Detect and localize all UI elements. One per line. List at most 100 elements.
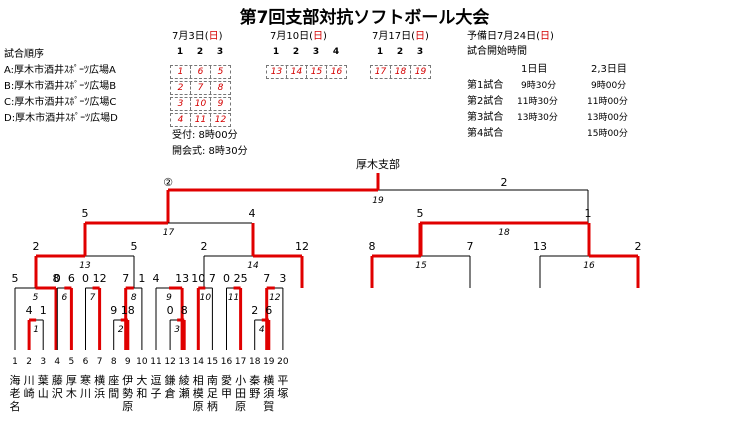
- match-number: 17: [163, 228, 175, 238]
- score-label: 8: [369, 240, 376, 253]
- match-number: 9: [166, 293, 172, 303]
- team-name: 大和: [136, 374, 148, 400]
- team-name: 海老名: [9, 374, 21, 413]
- score-label: 13: [533, 240, 547, 253]
- score-label: 3: [279, 272, 286, 285]
- match-number: 19: [372, 196, 384, 206]
- score-label: 4: [249, 207, 256, 220]
- venue-c: C:厚木市酒井ｽﾎﾟｰﾂ広場C: [4, 97, 117, 108]
- team-name: 横須賀: [263, 374, 275, 413]
- team-number: 10: [136, 357, 148, 367]
- score-label: 7: [209, 272, 216, 285]
- start-row-day2: 9時00分: [591, 81, 627, 91]
- score-label: 5: [82, 207, 89, 220]
- score-label: 4: [26, 304, 33, 317]
- match-number: 12: [269, 293, 281, 303]
- team-name: 藤沢: [51, 374, 63, 400]
- team-number: 20: [277, 357, 289, 367]
- team-name: 厚木: [65, 374, 77, 400]
- team-number: 8: [111, 357, 117, 367]
- team-number: 2: [26, 357, 32, 367]
- score-label: 25: [234, 272, 248, 285]
- match-number: 11: [228, 293, 239, 303]
- score-label: 2: [501, 176, 508, 189]
- score-label: 13: [175, 272, 189, 285]
- team-number: 4: [54, 357, 60, 367]
- start-times-col1: 1日目: [521, 64, 548, 75]
- team-number: 13: [178, 357, 189, 367]
- score-label: 9: [110, 304, 117, 317]
- score-label: 6: [68, 272, 75, 285]
- match-number: 14: [247, 261, 259, 271]
- score-label: 1: [40, 304, 47, 317]
- start-times-title: 試合開始時間: [467, 46, 527, 57]
- match-number: 6: [61, 293, 67, 303]
- day2-date: 7月10日(日): [270, 31, 327, 42]
- day1-date: 7月3日(日): [172, 31, 223, 42]
- match-number: 15: [415, 261, 427, 271]
- team-name: 綾瀬: [178, 374, 190, 400]
- match-number: 5: [33, 293, 39, 303]
- start-row-label: 第2試合: [467, 96, 504, 107]
- team-name: 相模原: [192, 374, 204, 413]
- score-label: 10: [191, 272, 205, 285]
- team-number: 17: [235, 357, 246, 367]
- match-number: 13: [79, 261, 91, 271]
- score-label: 0: [82, 272, 89, 285]
- start-row-day1: 13時30分: [517, 113, 558, 123]
- score-label: 0: [223, 272, 230, 285]
- venue-d: D:厚木市酒井ｽﾎﾟｰﾂ広場D: [4, 113, 118, 124]
- team-name: 鎌倉: [164, 374, 176, 400]
- team-name: 川崎: [23, 374, 35, 400]
- start-row-day1: 9時30分: [521, 81, 557, 91]
- match-number: 16: [583, 261, 595, 271]
- team-name: 逗子: [150, 374, 162, 400]
- team-name: 愛甲: [221, 374, 232, 400]
- team-number: 7: [97, 357, 103, 367]
- team-number: 12: [164, 357, 175, 367]
- venue-a: A:厚木市酒井ｽﾎﾟｰﾂ広場A: [4, 65, 116, 76]
- team-number: 16: [221, 357, 233, 367]
- score-label: 2: [201, 240, 208, 253]
- score-label: 7: [122, 272, 129, 285]
- start-times-col2: 2,3日目: [591, 64, 627, 75]
- team-number: 14: [193, 357, 205, 367]
- start-row-day2: 11時00分: [587, 97, 628, 107]
- team-number: 1: [12, 357, 18, 367]
- match-number: 18: [498, 228, 510, 238]
- score-label: 6: [265, 304, 272, 317]
- venue-b: B:厚木市酒井ｽﾎﾟｰﾂ広場B: [4, 81, 117, 92]
- team-name: 伊勢原: [122, 374, 134, 413]
- score-label: 2: [635, 240, 642, 253]
- score-label: 5: [417, 207, 424, 220]
- start-row-label: 第4試合: [467, 128, 504, 139]
- opening-time: 開会式: 8時30分: [172, 146, 248, 157]
- match-number: 1: [33, 325, 39, 335]
- match-number: 8: [131, 293, 137, 303]
- team-name: 葉山: [37, 374, 49, 400]
- team-number: 3: [40, 357, 46, 367]
- score-label: 2: [251, 304, 258, 317]
- start-row-day2: 15時00分: [587, 129, 628, 139]
- team-name: 小田原: [235, 374, 247, 413]
- match-number: 7: [90, 293, 96, 303]
- score-label: 5: [131, 240, 138, 253]
- score-label: 12: [295, 240, 309, 253]
- team-number: 11: [150, 357, 161, 367]
- score-label: ②: [163, 176, 173, 189]
- score-label: 7: [263, 272, 270, 285]
- start-row-label: 第1試合: [467, 80, 504, 91]
- page-title: 第7回支部対抗ソフトボール大会: [239, 8, 490, 28]
- champion-label: 厚木支部: [356, 157, 400, 171]
- team-name: 南足柄: [206, 374, 218, 413]
- team-name: 秦野: [249, 374, 261, 400]
- team-name: 平塚: [277, 374, 289, 400]
